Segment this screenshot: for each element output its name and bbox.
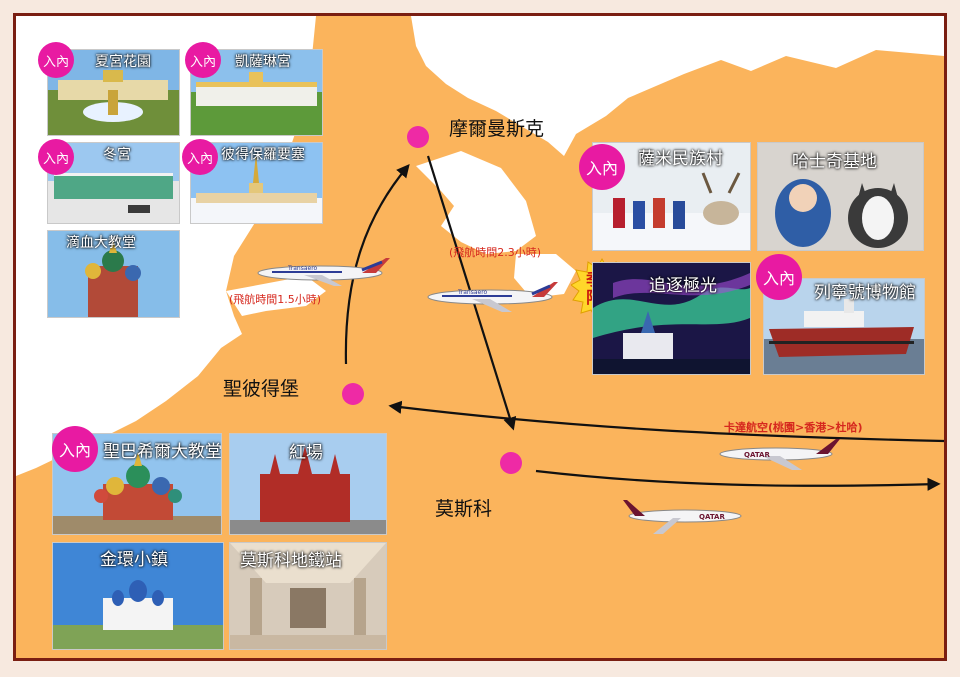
card-aurora[interactable]: 追逐極光 [592, 262, 751, 375]
badge-summer-palace: 入內 [38, 42, 74, 78]
city-moscow: 莫斯科 [435, 498, 493, 520]
badge-winter-palace: 入內 [38, 139, 74, 175]
metro-station-photo [230, 543, 386, 649]
route-spb-murmansk [344, 163, 410, 365]
title-lenin-museum: 列寧號博物館 [814, 283, 916, 303]
title-catherine-palace: 凱薩琳宮 [235, 54, 291, 70]
st-petersburg-dot [342, 383, 364, 405]
aurora-photo [593, 263, 750, 374]
card-husky-base[interactable]: 哈士奇基地 [757, 142, 924, 251]
card-moscow-metro[interactable]: 莫斯科地鐵站 [229, 542, 387, 650]
title-peter-paul-fortress: 彼得保羅要塞 [221, 147, 305, 163]
city-st-petersburg: 聖彼得堡 [223, 378, 300, 400]
card-peter-paul-fortress[interactable]: 彼得保羅要塞 [190, 142, 323, 224]
title-aurora: 追逐極光 [649, 276, 717, 296]
city-murmansk: 摩爾曼斯克 [449, 118, 545, 140]
card-lenin-museum[interactable]: 列寧號博物館 [763, 278, 925, 375]
card-winter-palace[interactable]: 冬宮 [47, 142, 180, 224]
title-red-square: 紅場 [289, 443, 323, 463]
plane-3-label: QATAR [744, 451, 770, 459]
summer-palace-photo [48, 50, 179, 135]
card-spilled-blood-church[interactable]: 滴血大教堂 [47, 230, 180, 318]
title-golden-ring: 金環小鎮 [100, 550, 168, 570]
card-red-square[interactable]: 紅場 [229, 433, 387, 535]
card-golden-ring[interactable]: 金環小鎮 [52, 542, 224, 650]
winter-palace-photo [48, 143, 179, 223]
title-spilled-blood: 滴血大教堂 [66, 235, 136, 251]
title-husky-base: 哈士奇基地 [792, 152, 877, 172]
card-summer-palace-garden[interactable]: 夏宮花園 [47, 49, 180, 136]
badge-st-basil: 入內 [52, 426, 98, 472]
title-moscow-metro: 莫斯科地鐵站 [240, 551, 342, 571]
golden-ring-photo [53, 543, 223, 649]
plane-2-label: Transaero [457, 289, 488, 296]
catherine-palace-photo [191, 50, 322, 135]
badge-peter-paul: 入內 [182, 139, 218, 175]
title-sami-village: 薩米民族村 [638, 149, 723, 169]
white-sea [416, 151, 536, 254]
plane-icon-1: Transaero [257, 258, 390, 286]
badge-catherine-palace: 入內 [185, 42, 221, 78]
title-winter-palace: 冬宮 [103, 147, 131, 163]
flight-note-murmansk-moscow: (飛航時間2.3小時) [449, 246, 542, 259]
route-qatar-outbound [535, 469, 941, 491]
red-square-photo [230, 434, 386, 534]
plane-1-label: Transaero [287, 265, 318, 272]
murmansk-dot [407, 126, 429, 148]
flight-note-qatar: 卡達航空(桃園>香港>杜哈) [724, 421, 863, 434]
peter-paul-photo [191, 143, 322, 223]
moscow-dot [500, 452, 522, 474]
gulf-water [226, 276, 326, 316]
map-frame: 摩爾曼斯克 聖彼得堡 莫斯科 (飛航時間1.5小時) (飛航時間2.3小時) 卡… [13, 13, 947, 661]
arctic-sea [411, 16, 944, 156]
route-qatar-inbound [388, 400, 944, 443]
white-sea-bay [514, 254, 576, 298]
card-catherine-palace[interactable]: 凱薩琳宮 [190, 49, 323, 136]
plane-4-label: QATAR [699, 513, 725, 521]
plane-icon-3: QATAR [719, 439, 840, 470]
title-st-basil: 聖巴希爾大教堂 [103, 442, 222, 462]
title-summer-palace-garden: 夏宮花園 [95, 54, 151, 70]
plane-icon-2: Transaero [427, 282, 558, 312]
badge-sami-village: 入內 [579, 144, 625, 190]
spilled-blood-photo [48, 231, 179, 317]
plane-icon-4: QATAR [623, 500, 742, 534]
husky-photo [758, 143, 923, 250]
flight-note-spb-murmansk: (飛航時間1.5小時) [229, 293, 322, 306]
badge-lenin-museum: 入內 [756, 254, 802, 300]
